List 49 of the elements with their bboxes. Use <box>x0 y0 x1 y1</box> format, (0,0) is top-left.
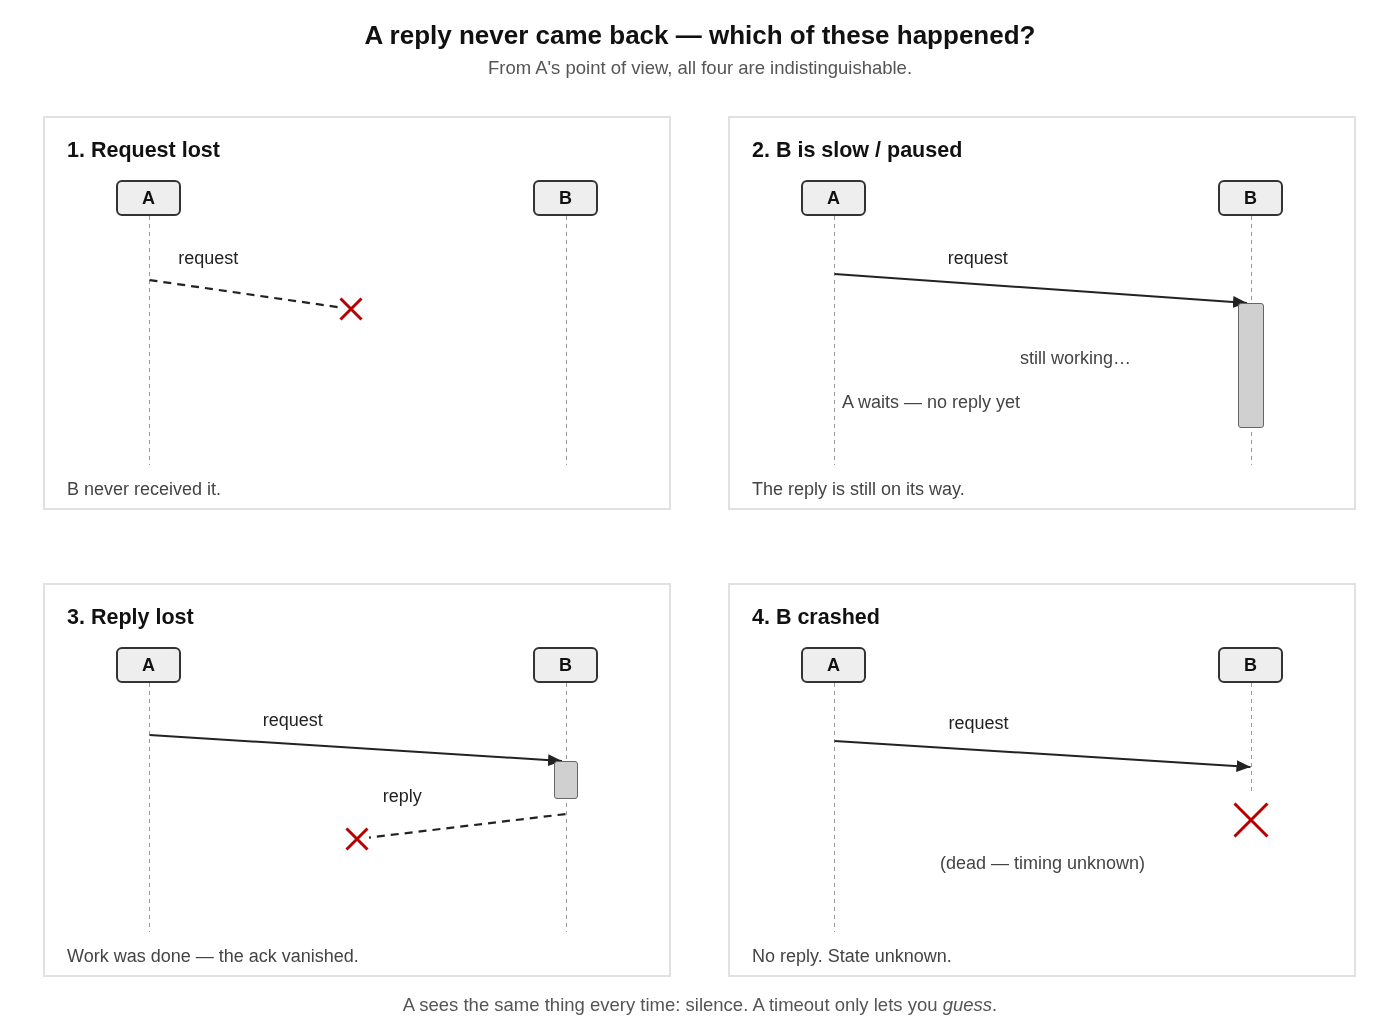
activation-bar <box>554 761 578 799</box>
cross-icon <box>1233 802 1269 838</box>
panel-heading: 3. Reply lost <box>67 604 194 630</box>
annotation-text: (dead — timing unknown) <box>940 852 1146 874</box>
participant-box <box>533 180 598 216</box>
participant-box <box>1218 647 1283 683</box>
subtitle: From A's point of view, all four are indistinguishable. <box>487 57 913 79</box>
message-line <box>149 279 340 309</box>
panel-heading: 2. B is slow / paused <box>752 137 963 163</box>
cross-icon <box>339 297 363 321</box>
message-arrow <box>148 734 563 767</box>
annotation-text: still working… <box>1020 347 1132 369</box>
participant-name: A <box>827 188 840 208</box>
participant-box <box>801 180 866 216</box>
participant-box <box>801 647 866 683</box>
participant-box <box>116 647 181 683</box>
panel-note: No reply. State unknown. <box>752 945 952 967</box>
participant-name: B <box>1244 188 1257 208</box>
panel-heading: 4. B crashed <box>752 604 880 630</box>
panel-note: The reply is still on its way. <box>752 478 965 500</box>
activation-bar <box>1238 303 1264 428</box>
participant-name: B <box>559 655 572 675</box>
participant-name: A <box>142 188 155 208</box>
lifeline <box>148 216 150 465</box>
scenario-panel <box>728 583 1356 977</box>
message-line <box>368 812 566 839</box>
participant-name: B <box>559 188 572 208</box>
message-arrow <box>833 273 1248 308</box>
lifeline <box>148 683 150 932</box>
panel-note: Work was done — the ack vanished. <box>67 945 359 967</box>
scenario-panel <box>43 583 671 977</box>
participant-box <box>1218 180 1283 216</box>
lifeline <box>565 216 567 465</box>
caption: A sees the same thing every time: silence. A timeout only lets you guess. <box>402 994 998 1016</box>
annotation-text: A waits — no reply yet <box>842 391 1021 413</box>
participant-name: A <box>827 655 840 675</box>
diagram-title: A reply never came back — which of these happened? <box>364 19 1036 51</box>
lifeline <box>833 216 835 465</box>
scenario-panel <box>43 116 671 510</box>
participant-name: B <box>1244 655 1257 675</box>
panel-heading: 1. Request lost <box>67 137 220 163</box>
participant-box <box>533 647 598 683</box>
panel-note: B never received it. <box>67 478 222 500</box>
lifeline <box>833 683 835 932</box>
message-arrow <box>833 740 1252 773</box>
participant-box <box>116 180 181 216</box>
participant-name: A <box>142 655 155 675</box>
scenario-panel <box>728 116 1356 510</box>
cross-icon <box>345 827 369 851</box>
